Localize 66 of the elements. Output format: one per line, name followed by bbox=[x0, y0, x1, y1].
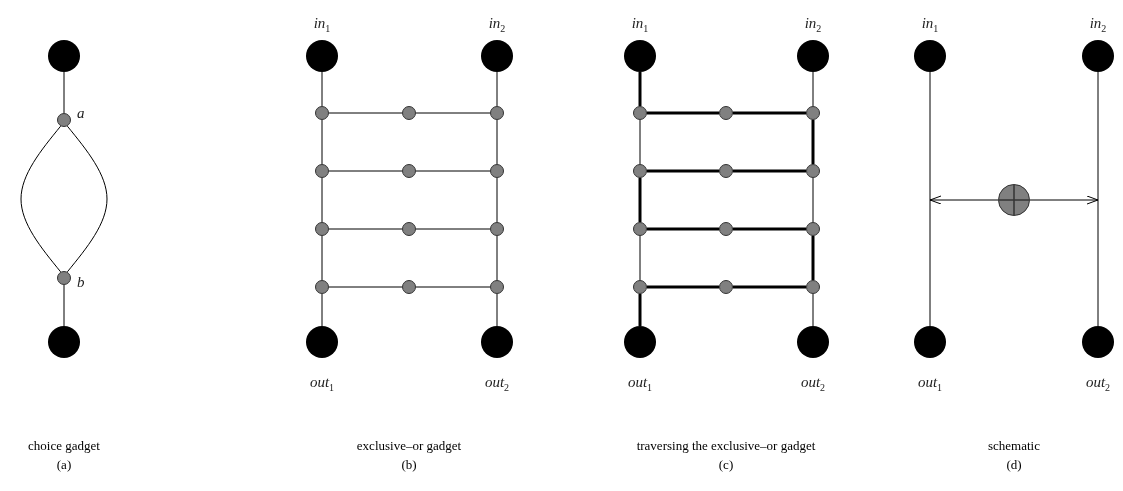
edge-line bbox=[496, 177, 498, 223]
edge-line bbox=[1097, 71, 1099, 327]
edge-line bbox=[415, 112, 491, 114]
edge-line bbox=[496, 119, 498, 165]
edge-line bbox=[415, 286, 491, 288]
edge-line bbox=[647, 169, 719, 173]
edge-line bbox=[63, 71, 65, 114]
edge-line bbox=[321, 293, 323, 327]
panel-caption: traversing the exclusive–or gadget bbox=[636, 438, 816, 454]
edge-line bbox=[638, 72, 642, 106]
edge-line bbox=[328, 228, 403, 230]
edge-line bbox=[321, 71, 323, 107]
edge-line bbox=[63, 284, 65, 327]
panel-letter: (b) bbox=[401, 457, 417, 473]
edge-line bbox=[496, 235, 498, 281]
edge-line bbox=[639, 119, 641, 165]
edge-line bbox=[647, 285, 719, 289]
edge-line bbox=[812, 71, 814, 107]
edge-line bbox=[929, 71, 931, 327]
panel-letter: (d) bbox=[1006, 457, 1022, 473]
edge-line bbox=[639, 235, 641, 281]
vertex-label: a bbox=[77, 105, 85, 122]
terminal-label: out$_{2}$ bbox=[800, 374, 826, 393]
terminal-label: out$_{2}$ bbox=[484, 374, 510, 393]
terminal-label: out$_{1}$ bbox=[309, 374, 335, 393]
arrow bbox=[1029, 195, 1099, 205]
edge-line bbox=[812, 177, 814, 223]
edge-line bbox=[812, 293, 814, 327]
terminal-label: out$_{1}$ bbox=[917, 374, 943, 393]
edge-line bbox=[733, 285, 806, 289]
terminal-label: in$_{1}$ bbox=[921, 15, 939, 34]
terminal-label: in$_{1}$ bbox=[631, 15, 649, 34]
panel-caption: choice gadget bbox=[28, 438, 100, 454]
panel-caption: exclusive–or gadget bbox=[356, 438, 462, 454]
edge-line bbox=[811, 120, 815, 164]
edge-line bbox=[733, 169, 806, 173]
arrow bbox=[929, 195, 999, 205]
terminal-label: in$_{1}$ bbox=[313, 15, 331, 34]
edge-line bbox=[733, 227, 806, 231]
edge-line bbox=[20, 125, 62, 273]
edge-line bbox=[328, 170, 403, 172]
panel-letter: (a) bbox=[56, 457, 72, 473]
edge-line bbox=[415, 228, 491, 230]
edge-line bbox=[496, 71, 498, 107]
terminal-label: in$_{2}$ bbox=[1089, 15, 1107, 34]
edge-line bbox=[638, 294, 642, 326]
edge-line bbox=[415, 170, 491, 172]
edge-line bbox=[321, 235, 323, 281]
edge-line bbox=[328, 112, 403, 114]
terminal-label: in$_{2}$ bbox=[488, 15, 506, 34]
vertex-label: b bbox=[77, 274, 85, 291]
edge-line bbox=[647, 111, 719, 115]
terminal-label: out$_{1}$ bbox=[627, 374, 653, 393]
edge-line bbox=[647, 227, 719, 231]
edge-line bbox=[328, 286, 403, 288]
edge-line bbox=[811, 236, 815, 280]
edge-line bbox=[496, 293, 498, 327]
edge-line bbox=[321, 119, 323, 165]
edge-line bbox=[321, 177, 323, 223]
terminal-label: in$_{2}$ bbox=[804, 15, 822, 34]
edge-line bbox=[638, 178, 642, 222]
edge-line bbox=[66, 125, 108, 273]
panel-caption: schematic bbox=[988, 438, 1040, 454]
panel-letter: (c) bbox=[718, 457, 734, 473]
terminal-label: out$_{2}$ bbox=[1085, 374, 1111, 393]
edge-line bbox=[733, 111, 806, 115]
